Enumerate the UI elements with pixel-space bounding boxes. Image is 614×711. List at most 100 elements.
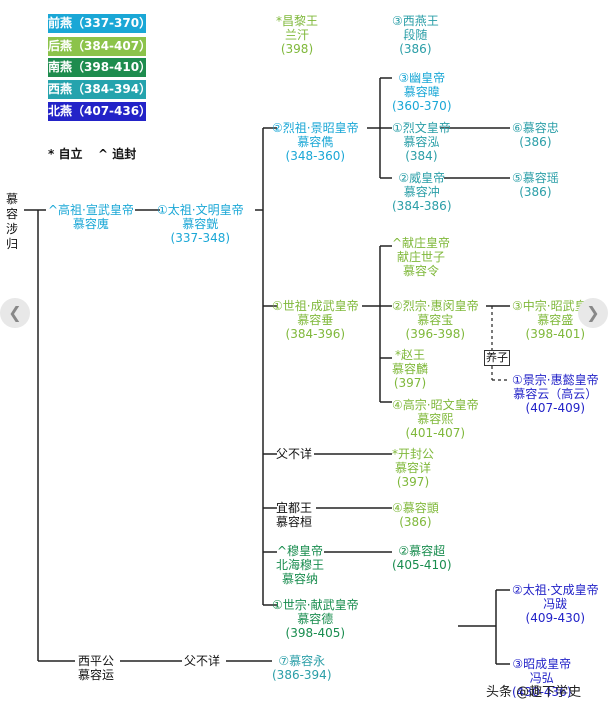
watermark: 头条 @趣下学史 xyxy=(486,685,582,700)
node-yun-years: (407-409) xyxy=(525,401,586,415)
node-hongb: ③昭成皇帝 冯弘 (430-436) xyxy=(512,657,572,699)
label-adopted: 养子 xyxy=(484,350,510,366)
node-chong-name: 慕容冲 xyxy=(403,185,440,199)
node-lin: *赵王 慕容麟 (397) xyxy=(392,348,428,390)
node-huang: ①太祖·文明皇帝 慕容皝 (337-348) xyxy=(157,203,244,245)
node-huang-title: ①太祖·文明皇帝 xyxy=(157,203,244,217)
node-hui-name: 慕容廆 xyxy=(72,217,109,231)
node-ling-name: 慕容令 xyxy=(403,264,440,278)
node-chong-years: (384-386) xyxy=(392,199,452,213)
node-duansui-title: ③西燕王 xyxy=(392,14,439,28)
node-hui-title: ^高祖·宣武皇帝 xyxy=(48,203,134,217)
node-huan-name: 慕容桓 xyxy=(276,515,313,529)
node-jun-title: ②烈祖·景昭皇帝 xyxy=(272,121,359,135)
note-zhuifeng: ^ 追封 xyxy=(98,147,137,161)
node-de-years: (398-405) xyxy=(285,626,346,640)
node-bao: ②烈宗·惠闵皇帝 慕容宝 (396-398) xyxy=(392,299,479,341)
chevron-right-icon: ❯ xyxy=(586,303,600,322)
node-hongb-name: 冯弘 xyxy=(529,671,554,685)
node-bao-years: (396-398) xyxy=(405,327,466,341)
node-yong-name: 慕容详 xyxy=(395,461,432,475)
node-yao: ⑤慕容瑶 (386) xyxy=(512,171,559,199)
node-fubuxiang1: 父不详 xyxy=(276,447,313,461)
node-yong-years: (397) xyxy=(396,475,430,489)
node-ba-years: (409-430) xyxy=(525,611,586,625)
node-lin-name: 慕容麟 xyxy=(392,362,429,376)
legend-nanyan: 南燕（398-410） xyxy=(48,58,151,77)
legend-qianyan: 前燕（337-370） xyxy=(48,14,151,33)
node-yun-name: 慕容云（高云） xyxy=(513,387,598,401)
node-lin-years: (397) xyxy=(393,376,427,390)
node-jun-name: 慕容儁 xyxy=(297,135,334,149)
node-hong-years: (384) xyxy=(405,149,438,163)
node-yong: *开封公 慕容详 (397) xyxy=(392,447,434,489)
node-bao-name: 慕容宝 xyxy=(417,313,454,327)
node-de-title: ①世宗·献武皇帝 xyxy=(272,598,359,612)
node-yong-title: *开封公 xyxy=(392,447,435,461)
node-sheng-title: ③中宗·昭武皇帝 xyxy=(512,299,599,313)
node-xi: ④高宗·昭文皇帝 慕容熙 (401-407) xyxy=(392,398,479,440)
node-duansui: ③西燕王 段随 (386) xyxy=(392,14,439,56)
node-chui-title: ①世祖·成武皇帝 xyxy=(272,299,359,313)
node-duansui-years: (386) xyxy=(399,42,432,56)
node-chui-years: (384-396) xyxy=(285,327,346,341)
node-fubuxiang2: 父不详 xyxy=(184,654,221,668)
node-chong-title: ②威皇帝 xyxy=(398,171,446,185)
node-xi-title: ④高宗·昭文皇帝 xyxy=(392,398,479,412)
node-na-title: ^穆皇帝 xyxy=(276,544,324,558)
node-wei: ③幽皇帝 慕容暐 (360-370) xyxy=(392,71,452,113)
node-huang-name: 慕容皝 xyxy=(182,217,219,231)
legend-xiyan: 西燕（384-394） xyxy=(48,80,151,99)
node-duansui-name: 段随 xyxy=(403,28,428,42)
node-hongb-years: (430-436) xyxy=(512,685,572,699)
node-ling-title: ^献庄皇帝 xyxy=(392,236,451,250)
node-zhong: ⑥慕容忠 (386) xyxy=(512,121,559,149)
node-ling: ^献庄皇帝 献庄世子 慕容令 xyxy=(392,236,450,278)
node-hui: ^高祖·宣武皇帝 慕容廆 xyxy=(48,203,134,231)
node-na-name: 慕容纳 xyxy=(282,572,319,586)
node-wei-name: 慕容暐 xyxy=(403,85,440,99)
node-hong-name: 慕容泓 xyxy=(403,135,440,149)
node-yongb-name: ⑦慕容永 xyxy=(278,654,326,668)
node-wei-title: ③幽皇帝 xyxy=(398,71,446,85)
legend-beiyan: 北燕（407-436） xyxy=(48,102,151,121)
node-wei-years: (360-370) xyxy=(392,99,452,113)
node-sheng: ③中宗·昭武皇帝 慕容盛 (398-401) xyxy=(512,299,599,341)
node-hong-title: ①烈文皇帝 xyxy=(392,121,451,135)
next-image-button[interactable]: ❯ xyxy=(578,298,608,328)
note-zili: * 自立 xyxy=(48,147,83,161)
node-yun2: 西平公 慕容运 xyxy=(78,654,114,682)
node-xi-name: 慕容熙 xyxy=(417,412,454,426)
node-de: ①世宗·献武皇帝 慕容德 (398-405) xyxy=(272,598,359,640)
node-jun-years: (348-360) xyxy=(285,149,346,163)
prev-image-button[interactable]: ❮ xyxy=(0,298,30,328)
node-ba-name: 冯跋 xyxy=(543,597,568,611)
node-lanhan-name: 兰汗 xyxy=(285,28,310,42)
node-jun: ②烈祖·景昭皇帝 慕容儁 (348-360) xyxy=(272,121,359,163)
node-ling-subtitle: 献庄世子 xyxy=(397,250,446,264)
node-huang-years: (337-348) xyxy=(170,231,231,245)
node-lin-title: *赵王 xyxy=(395,348,426,362)
node-lanhan-years: (398) xyxy=(280,42,314,56)
node-yun: ①景宗·惠懿皇帝 慕容云（高云） (407-409) xyxy=(512,373,599,415)
node-zhong-name: ⑥慕容忠 xyxy=(512,121,559,135)
node-huan-title: 宜都王 xyxy=(276,501,313,515)
chevron-left-icon: ❮ xyxy=(8,303,22,322)
node-xi-years: (401-407) xyxy=(405,426,466,440)
node-hong: ①烈文皇帝 慕容泓 (384) xyxy=(392,121,451,163)
legend-houyan: 后燕（384-407） xyxy=(48,37,151,56)
node-de-name: 慕容德 xyxy=(297,612,334,626)
node-shegui: 慕容涉归 xyxy=(5,192,18,251)
node-yao-name: ⑤慕容瑶 xyxy=(512,171,559,185)
node-yun-title: ①景宗·惠懿皇帝 xyxy=(512,373,599,387)
node-yongb: ⑦慕容永 (386-394) xyxy=(272,654,332,682)
node-lanhan-title: *昌黎王 xyxy=(276,14,319,28)
node-lanhan: *昌黎王 兰汗 (398) xyxy=(276,14,318,56)
node-zhong-years: (386) xyxy=(519,135,552,149)
node-na: ^穆皇帝 北海穆王 慕容纳 xyxy=(276,544,324,586)
node-chui-name: 慕容垂 xyxy=(297,313,334,327)
node-huan: 宜都王 慕容桓 xyxy=(276,501,312,529)
node-chao-name: ②慕容超 xyxy=(398,544,446,558)
node-bao-title: ②烈宗·惠闵皇帝 xyxy=(392,299,479,313)
